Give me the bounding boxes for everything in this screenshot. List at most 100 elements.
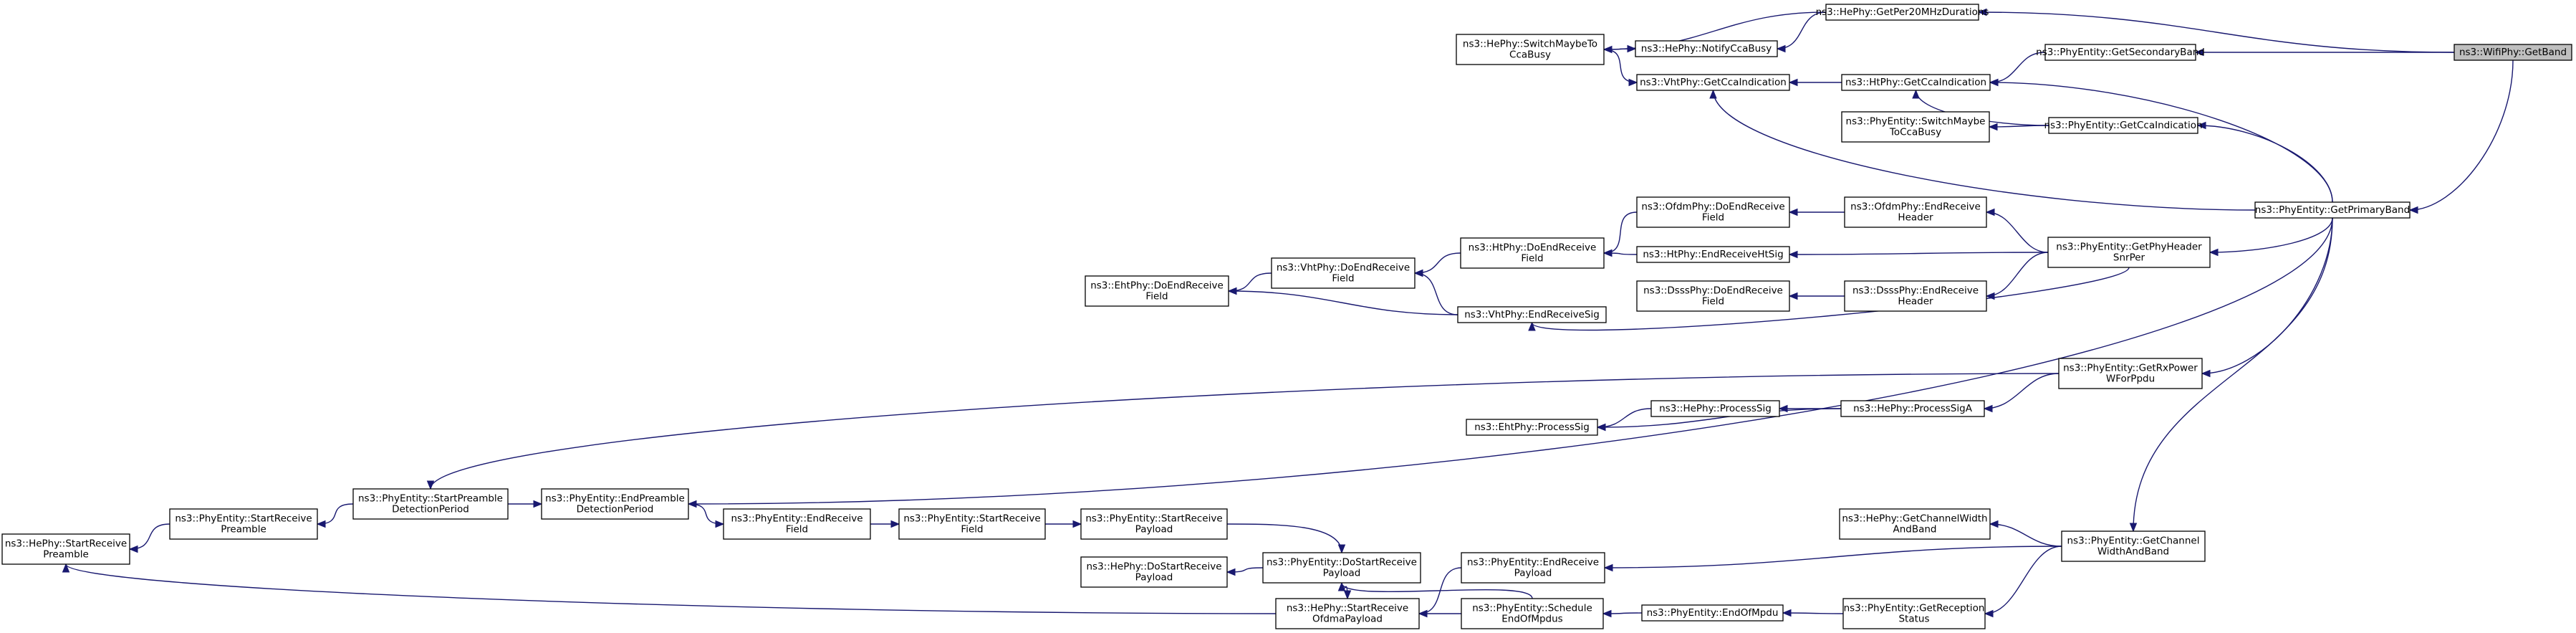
node-label: ns3::VhtPhy::GetCcaIndication	[1640, 77, 1787, 88]
graph-node-eht-process-sig[interactable]: ns3::EhtPhy::ProcessSig	[1466, 419, 1598, 436]
edge-arrowhead-NotifyCcaBusy	[1627, 44, 1637, 53]
node-label: ns3::PhyEntity::GetSecondaryBand	[2036, 47, 2205, 58]
edge-arrowhead-EhtProcessSig	[1596, 423, 1606, 432]
node-label: ns3::VhtPhy::DoEndReceive	[1277, 262, 1410, 274]
edge-arrowhead-PeStartReceiveField	[890, 520, 900, 528]
node-label: Preamble	[221, 524, 266, 536]
node-label: Payload	[1514, 568, 1552, 579]
graph-node-vht-get-cca[interactable]: ns3::VhtPhy::GetCcaIndication	[1636, 74, 1790, 91]
node-label: ns3::HePhy::StartReceive	[5, 538, 127, 550]
graph-node-ht-get-cca[interactable]: ns3::HtPhy::GetCcaIndication	[1841, 74, 1991, 91]
edge-arrowhead-OfdmDoEnd	[1788, 208, 1798, 216]
node-box	[1, 533, 130, 565]
graph-node-get-per20[interactable]: ns3::HePhy::GetPer20MHzDurations	[1816, 4, 1989, 21]
edge-arrowhead-GetPrimaryBand	[2408, 206, 2418, 214]
node-label: ns3::PhyEntity::GetCcaIndication	[2044, 120, 2202, 131]
node-label: Field	[1702, 212, 1724, 224]
node-box	[1841, 111, 1990, 143]
graph-node-he-process-sig[interactable]: ns3::HePhy::ProcessSig	[1650, 400, 1780, 417]
node-label: ns3::HtPhy::GetCcaIndication	[1845, 77, 1986, 88]
node-label: ns3::PhyEntity::GetReception	[1844, 603, 1985, 614]
edge-PeEndReceiveField-to-PeEndPreambleDet	[688, 503, 724, 525]
edge-GetPer20-to-GetBand	[1978, 11, 2455, 53]
edge-arrowhead-GetRxPower	[2201, 369, 2211, 378]
node-label: Payload	[1135, 572, 1173, 584]
node-box	[2058, 358, 2203, 389]
graph-node-notify-cca-busy[interactable]: ns3::HePhy::NotifyCcaBusy	[1635, 40, 1778, 57]
edge-HeHelperNode-to-PeGetChannelWidth	[1989, 523, 2062, 547]
edge-arrowhead-PeSwitchMaybe	[1988, 123, 1998, 131]
node-box	[1461, 552, 1605, 584]
graph-node-pe-end-of-mpdu[interactable]: ns3::PhyEntity::EndOfMpdu	[1641, 604, 1784, 622]
node-box	[1636, 246, 1790, 263]
edge-arrowhead-HtGetCca	[1912, 89, 1920, 99]
graph-node-get-band[interactable]: ns3::WifiPhy::GetBand	[2454, 44, 2572, 61]
node-label: OfdmaPayload	[1312, 614, 1383, 625]
node-label: ns3::HePhy::GetChannelWidth	[1842, 513, 1987, 525]
edge-VhtGetCca-to-SwitchMaybeHe	[1603, 49, 1638, 83]
graph-node-get-primary-band[interactable]: ns3::PhyEntity::GetPrimaryBand	[2254, 201, 2411, 219]
node-label: ns3::HePhy::DoStartReceive	[1086, 561, 1221, 573]
edge-GetPhyHeaderSnrPer-to-GetPrimaryBand	[2209, 217, 2333, 253]
node-box	[1840, 400, 1985, 417]
node-label: ns3::EhtPhy::ProcessSig	[1474, 422, 1590, 433]
node-box	[1262, 552, 1421, 584]
node-box	[1466, 419, 1598, 436]
node-box	[1842, 598, 1986, 629]
node-label: ToCcaBusy	[1889, 127, 1941, 138]
node-label: ns3::PhyEntity::GetPhyHeader	[2056, 242, 2202, 253]
node-box	[352, 488, 509, 520]
graph-edges	[62, 8, 2514, 618]
edge-PeGetChannelWidth-to-GetPrimaryBand	[2133, 217, 2333, 532]
edge-HtGetCca-to-GetSecondaryBand	[1989, 52, 2046, 83]
node-box	[2254, 201, 2411, 219]
node-label: ns3::HePhy::GetPer20MHzDurations	[1816, 6, 1989, 18]
graph-node-get-secondary-band[interactable]: ns3::PhyEntity::GetSecondaryBand	[2036, 44, 2205, 61]
graph-node-vht-end-sig[interactable]: ns3::VhtPhy::EndReceiveSig	[1457, 306, 1607, 323]
edge-arrowhead-GetPer20	[1977, 8, 1987, 16]
edge-DsssEndHeader-to-GetPhyHeaderSnrPer	[1986, 252, 2049, 297]
edge-arrowhead-PeStartPreambleDet	[426, 480, 435, 490]
edge-arrowhead-OfdmEndHeader	[1985, 208, 1995, 216]
graph-node-pe-end-preamble-det[interactable]: ns3::PhyEntity::EndPreambleDetectionPeri…	[541, 488, 689, 520]
graph-node-ht-end-ht-sig[interactable]: ns3::HtPhy::EndReceiveHtSig	[1636, 246, 1790, 263]
node-label: Field	[1332, 273, 1354, 285]
graph-node-pe-get-cca[interactable]: ns3::PhyEntity::GetCcaIndication	[2044, 117, 2203, 134]
graph-node-he-process-sig-a[interactable]: ns3::HePhy::ProcessSigA	[1840, 400, 1985, 417]
node-box	[1275, 598, 1420, 629]
graph-node-pe-start-preamble-det[interactable]: ns3::PhyEntity::StartPreambleDetectionPe…	[352, 488, 509, 520]
node-box	[2061, 530, 2206, 562]
edge-arrowhead-VhtEndSig	[1528, 321, 1536, 331]
edge-arrowhead-VhtGetCca	[1628, 78, 1638, 87]
edge-arrowhead-GetPhyHeaderSnrPer	[2209, 248, 2219, 257]
edge-VhtDoEnd-to-VhtEndSig	[1414, 272, 1458, 315]
edge-arrowhead-PeDoStartPayload	[1337, 544, 1346, 554]
edge-arrowhead-VhtGetCca	[1788, 78, 1798, 87]
edge-arrowhead-HeDoStartPayload	[1226, 568, 1236, 576]
